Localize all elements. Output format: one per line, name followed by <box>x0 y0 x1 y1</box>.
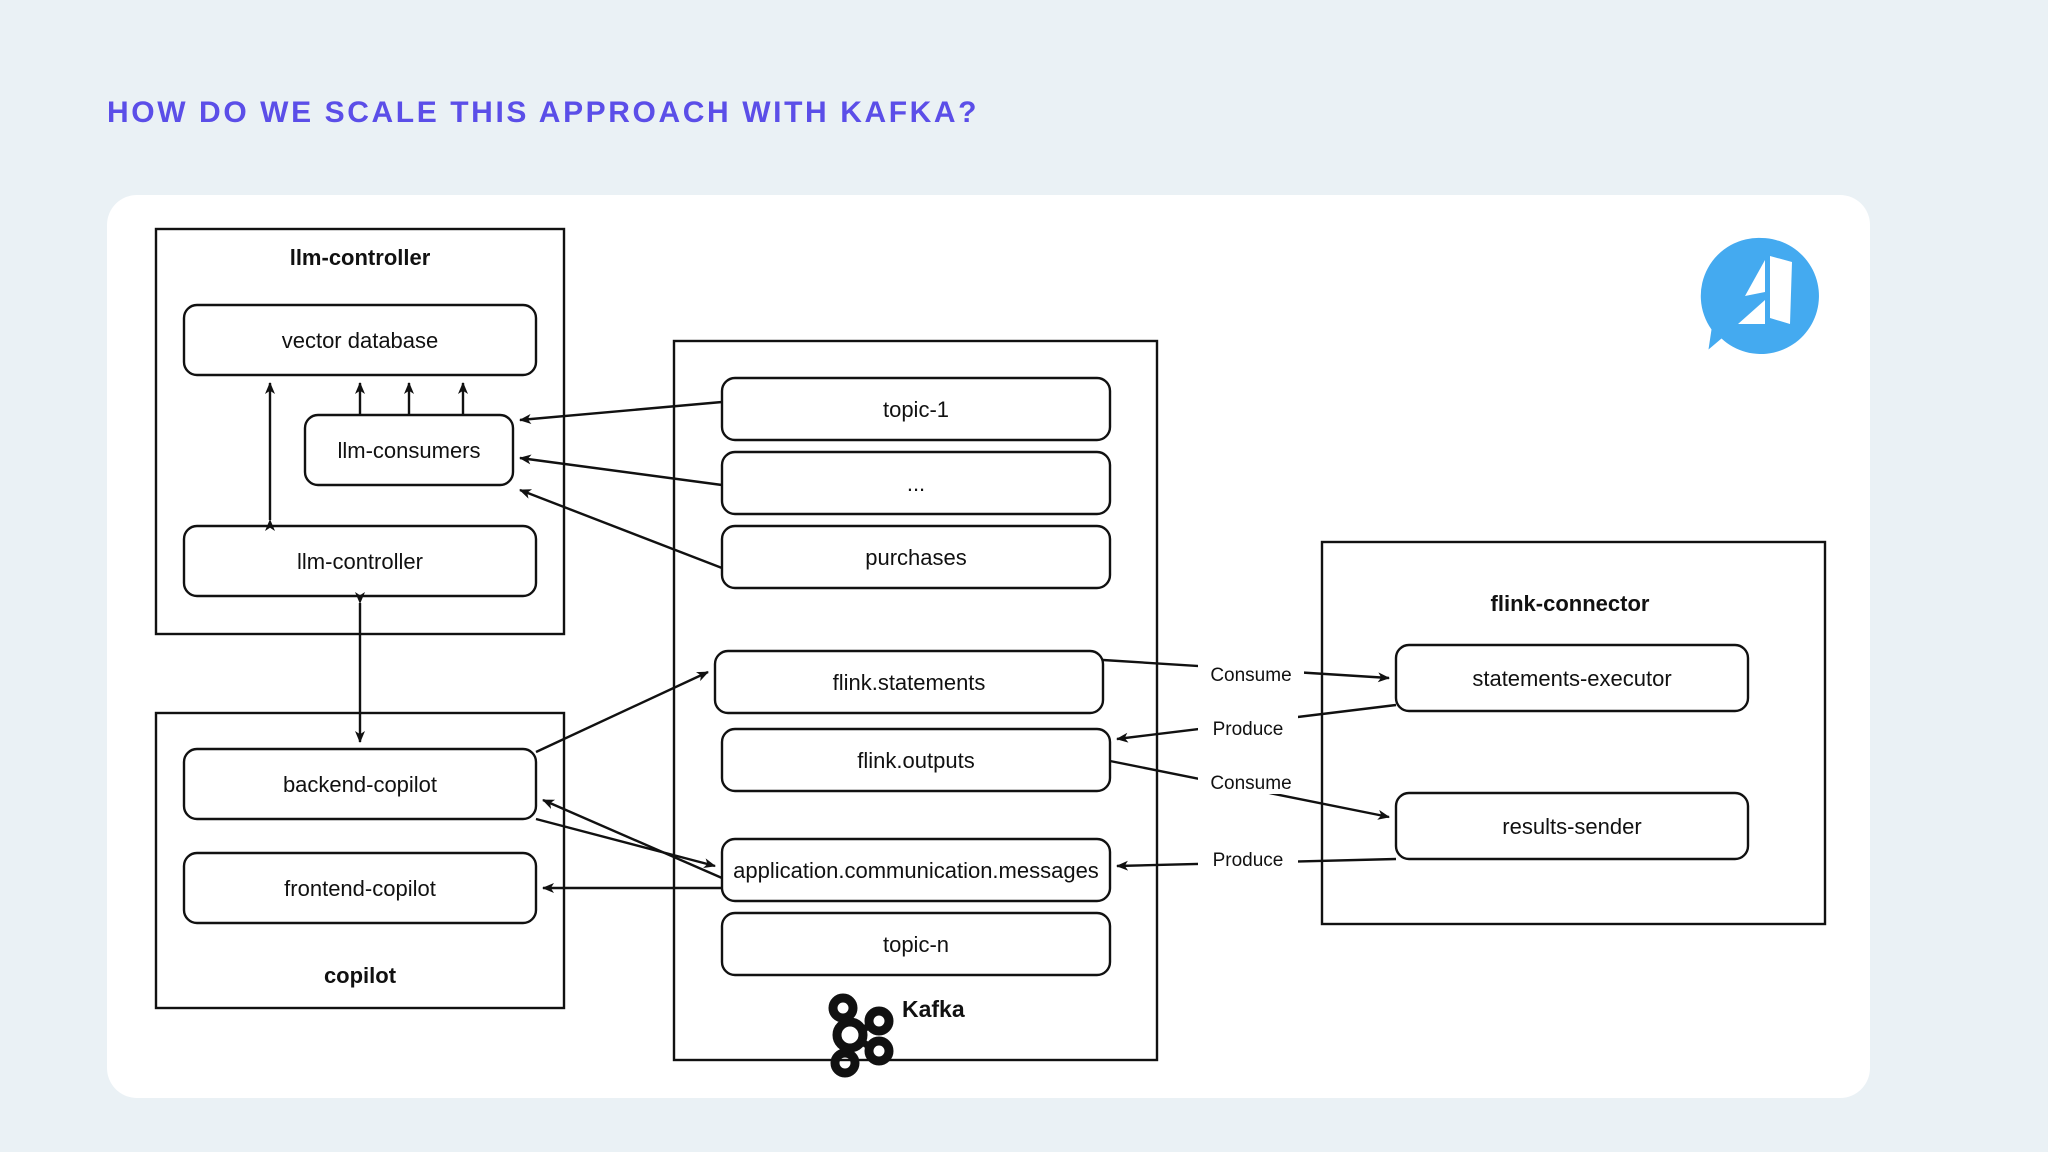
speech-bubble-a-logo-icon <box>1698 232 1826 360</box>
page-title: HOW DO WE SCALE THIS APPROACH WITH KAFKA… <box>107 96 980 129</box>
diagram-card <box>107 195 1870 1098</box>
logo-svg <box>1700 237 1819 354</box>
